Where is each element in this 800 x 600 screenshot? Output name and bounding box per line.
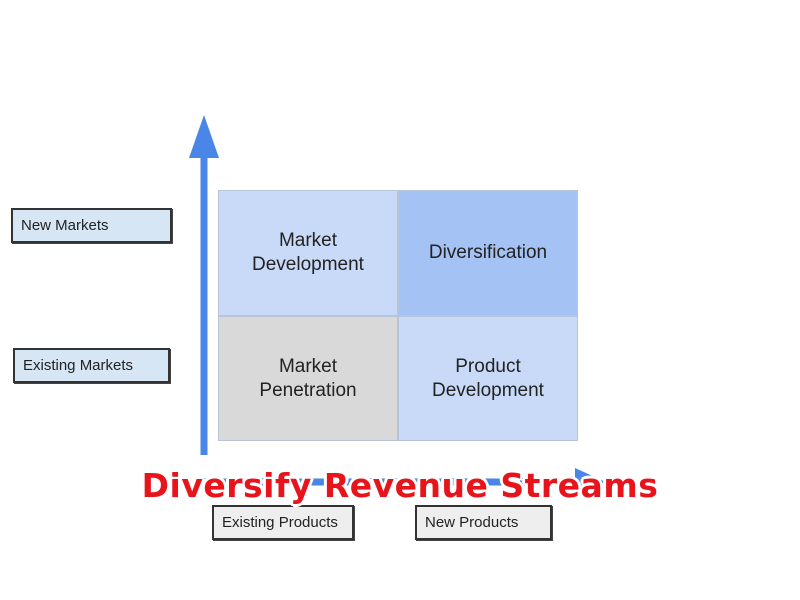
- vertical-axis-arrowhead: [189, 115, 219, 158]
- column-label-existing-products: Existing Products: [212, 505, 354, 540]
- row-label-new-markets: New Markets: [11, 208, 172, 243]
- quadrant-market-development: Market Development: [218, 190, 398, 316]
- headline-title: Diversify Revenue Streams: [141, 466, 659, 505]
- quadrant-diversification: Diversification: [398, 190, 578, 316]
- column-label-new-products: New Products: [415, 505, 552, 540]
- row-label-existing-markets: Existing Markets: [13, 348, 170, 383]
- horizontal-axis-arrowhead: [575, 468, 606, 496]
- quadrant-market-penetration: Market Penetration: [218, 316, 398, 441]
- quadrant-product-development: Product Development: [398, 316, 578, 441]
